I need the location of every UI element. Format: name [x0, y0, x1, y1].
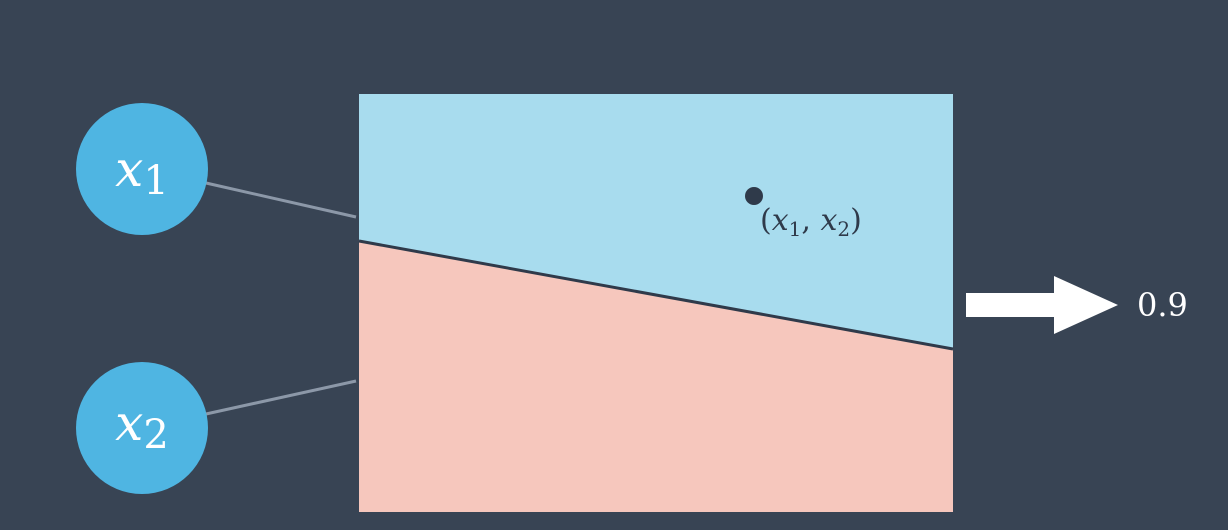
input-node-x2-circle — [76, 362, 208, 494]
region-top — [359, 94, 953, 349]
decision-boundary-line — [358, 239, 954, 351]
output-value: 0.9 — [1137, 286, 1188, 324]
input-x2-subscript: 2 — [143, 412, 168, 458]
point-open-paren: ( — [760, 203, 772, 238]
connector-x2 — [205, 379, 357, 416]
data-point-label: (x1, x2) — [760, 203, 862, 241]
point-close-paren: ) — [850, 203, 862, 238]
point-sub1: 1 — [789, 217, 802, 241]
point-var2: x — [820, 203, 837, 238]
data-point-dot — [745, 187, 763, 205]
input-node-x2: x2 — [76, 362, 208, 494]
point-sub2: 2 — [837, 217, 850, 241]
output-arrow-icon — [966, 276, 1118, 334]
input-node-x2-label: x2 — [115, 394, 169, 458]
input-node-x1: x1 — [76, 103, 208, 235]
input-node-x1-label: x1 — [115, 140, 169, 204]
point-var1: x — [772, 203, 789, 238]
input-x1-symbol: x — [115, 140, 143, 198]
point-separator: , — [801, 203, 820, 238]
input-x2-symbol: x — [115, 394, 143, 452]
connector-x1 — [205, 181, 357, 219]
input-x1-subscript: 1 — [143, 158, 168, 204]
input-node-x1-circle — [76, 103, 208, 235]
region-bottom — [359, 241, 953, 512]
